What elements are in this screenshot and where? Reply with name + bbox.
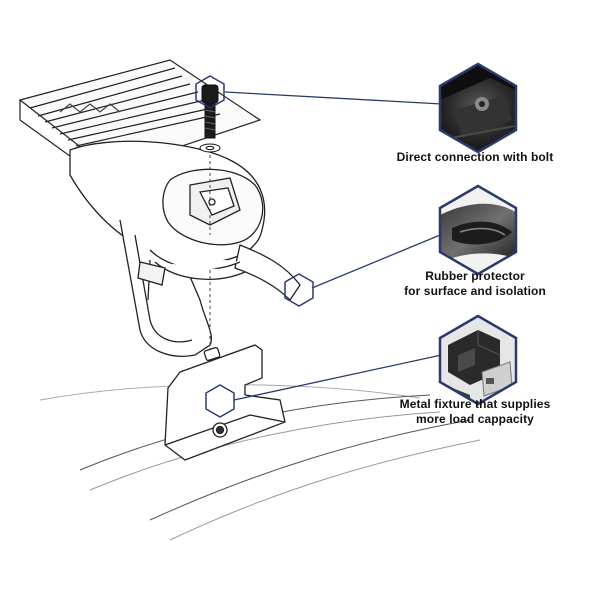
metal-fixture — [164, 344, 286, 461]
callout-label-metal-line1: Metal fixture that supplies — [399, 397, 551, 411]
hex-marker-bolt — [195, 75, 225, 109]
rack-foot — [69, 140, 301, 357]
callout-label-bolt-line1: Direct connection with bolt — [396, 150, 554, 164]
callout-line-bolt — [224, 91, 443, 105]
rubber-pad-closeup-photo — [438, 184, 518, 276]
callout-label-rubber: Rubber protector for surface and isolati… — [390, 269, 560, 299]
roof-rail — [18, 59, 262, 201]
hex-marker-metal — [205, 384, 235, 418]
hex-markers — [195, 75, 314, 418]
callout-label-rubber-line1: Rubber protector — [425, 269, 525, 283]
callout-line-metal — [233, 353, 447, 401]
metal-fixture-closeup-photo — [438, 314, 518, 406]
callout-label-rubber-line2: for surface and isolation — [404, 284, 546, 298]
callout-lines — [224, 91, 447, 401]
callout-label-metal: Metal fixture that supplies more load ca… — [390, 397, 560, 427]
callout-line-rubber — [311, 232, 446, 289]
hex-marker-rubber — [284, 273, 314, 307]
roof-surface — [39, 384, 481, 541]
callout-label-bolt: Direct connection with bolt — [390, 150, 560, 165]
bolt-closeup-photo — [438, 62, 518, 154]
callout-label-metal-line2: more load cappacity — [416, 412, 534, 426]
bolt — [199, 84, 221, 153]
